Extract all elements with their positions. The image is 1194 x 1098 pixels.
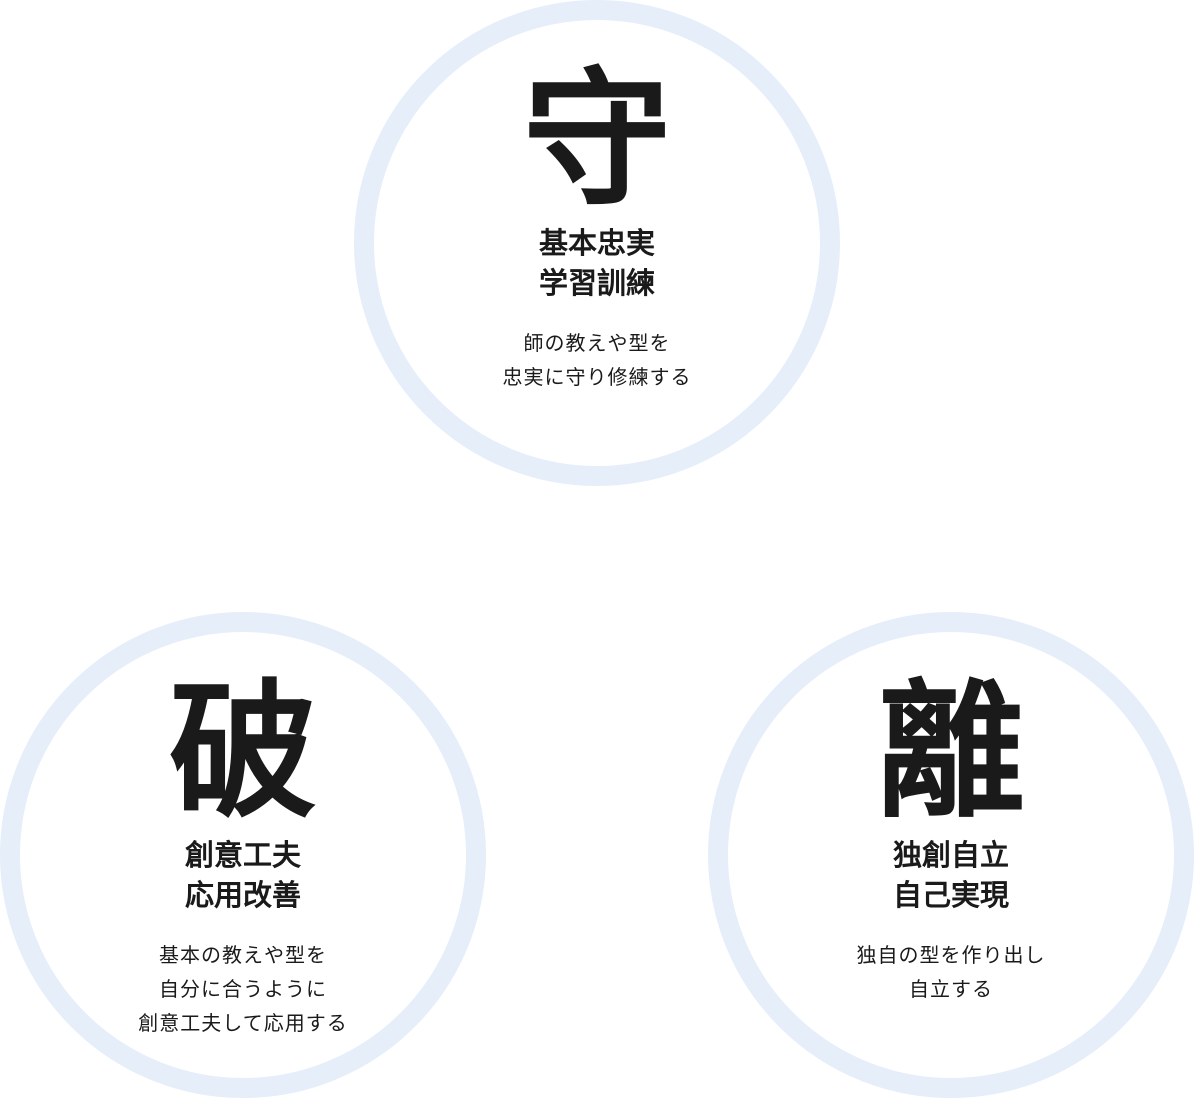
stage-kanji: 離: [877, 666, 1025, 838]
stage-description-line: 自立する: [909, 977, 993, 1001]
stage-description-line: 基本の教えや型を: [159, 943, 327, 967]
stage-description-line: 自分に合うように: [159, 977, 327, 1001]
stage-circle-shu: 守 基本忠実 学習訓練 師の教えや型を 忠実に守り修練する: [354, 0, 840, 486]
stage-circle-ri: 離 独創自立 自己実現 独自の型を作り出し 自立する: [708, 612, 1194, 1098]
stage-circle-ha: 破 創意工夫 応用改善 基本の教えや型を 自分に合うように 創意工夫して応用する: [0, 612, 486, 1098]
stage-title-line: 応用改善: [184, 878, 301, 912]
stage-title: 独創自立 自己実現: [708, 835, 1194, 915]
stage-title-line: 学習訓練: [538, 266, 655, 300]
stage-description-line: 師の教えや型を: [523, 331, 671, 355]
stage-title-line: 創意工夫: [184, 838, 301, 872]
stage-description-line: 独自の型を作り出し: [856, 943, 1046, 967]
stage-description: 独自の型を作り出し 自立する: [708, 938, 1194, 1006]
stage-kanji: 破: [169, 666, 317, 838]
stage-description: 師の教えや型を 忠実に守り修練する: [354, 326, 840, 394]
stage-description-line: 創意工夫して応用する: [138, 1011, 348, 1035]
stage-kanji: 守: [523, 54, 671, 226]
stage-title: 基本忠実 学習訓練: [354, 223, 840, 303]
stage-title-line: 自己実現: [892, 878, 1009, 912]
stage-title-line: 基本忠実: [538, 226, 655, 260]
stage-title-line: 独創自立: [892, 838, 1009, 872]
stage-description-line: 忠実に守り修練する: [502, 365, 692, 389]
stage-description: 基本の教えや型を 自分に合うように 創意工夫して応用する: [0, 938, 486, 1040]
stage-title: 創意工夫 応用改善: [0, 835, 486, 915]
